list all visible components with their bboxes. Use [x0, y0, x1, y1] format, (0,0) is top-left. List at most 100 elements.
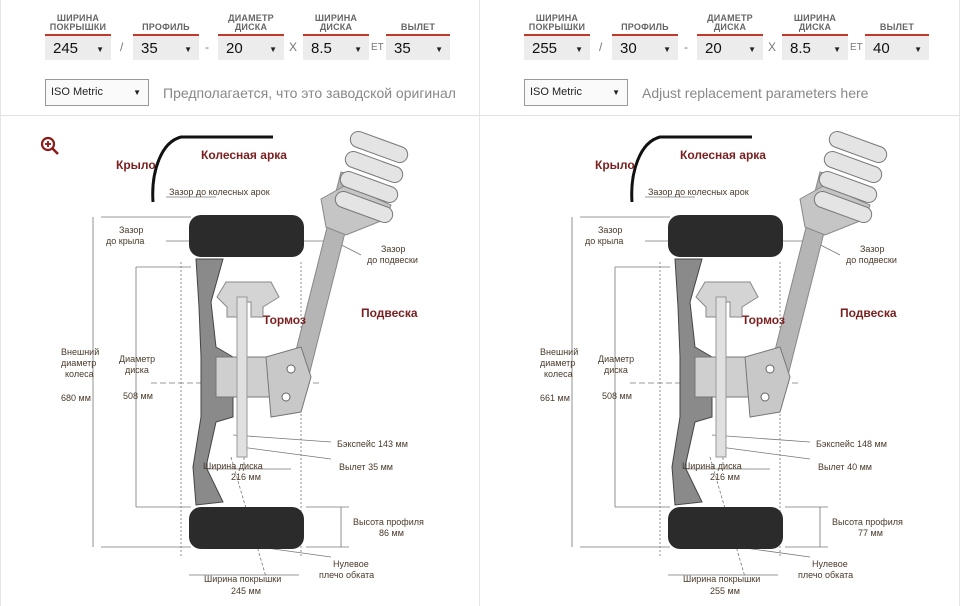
brake-caliper: [216, 281, 280, 318]
label-tire-width: Ширина покрышки: [683, 574, 760, 584]
units-select[interactable]: ISO Metric▼: [524, 79, 628, 106]
label-rim-diam-value: 508 мм: [602, 391, 632, 401]
tire-bottom: [189, 507, 304, 549]
wheel-fitment-diagram: Крыло Колесная арка Зазор до колесных ар…: [480, 117, 958, 606]
profile-select[interactable]: 30▼: [612, 34, 678, 60]
offset-field: ВЫЛЕТ 35▼: [386, 12, 450, 60]
label-fender-clearance-1: Зазор: [119, 225, 143, 235]
suspension-bracket: [265, 346, 312, 418]
triangle-down-icon: ▼: [833, 45, 841, 54]
unit-mm: мм: [875, 439, 887, 449]
label-rim-diam-1: Диаметр: [119, 354, 155, 364]
profile-select[interactable]: 35▼: [133, 34, 199, 60]
rim-diam-value: 508: [123, 391, 138, 401]
units-select[interactable]: ISO Metric ▼: [45, 79, 149, 106]
profile-field: ПРОФИЛЬ 30▼: [612, 12, 678, 60]
offset-value: 40: [873, 40, 890, 57]
tire-width-diagram-value: 245: [231, 586, 246, 596]
unit-mm: мм: [558, 393, 570, 403]
label-outer-diam-3: колеса: [544, 369, 573, 379]
label-fender: Крыло: [116, 158, 156, 172]
offset-diagram-value: 40: [847, 462, 857, 472]
suspension-bracket: [744, 346, 791, 418]
label-outer-diam-3: колеса: [65, 369, 94, 379]
rim-diameter-value: 20: [226, 40, 243, 57]
rim-diameter-label: ДИАМЕТР ДИСКА: [228, 13, 274, 32]
unit-mm: мм: [396, 439, 408, 449]
rim-width-value: 8.5: [311, 40, 332, 57]
rim-diameter-field: ДИАМЕТР ДИСКА 20▼: [697, 12, 763, 60]
unit-mm: мм: [381, 462, 393, 472]
rim-width-diagram-value: 216: [710, 472, 725, 482]
label-profile-height: Высота профиля: [832, 517, 903, 527]
label-rim-width-value: 216 мм: [710, 472, 740, 482]
tire-width-select[interactable]: 245▼: [45, 34, 111, 60]
unit-mm: мм: [620, 391, 632, 401]
label-backspace: Бэкспейс 143 мм: [337, 439, 408, 449]
zoom-in-icon[interactable]: [40, 136, 60, 156]
tire-width-select[interactable]: 255▼: [524, 34, 590, 60]
profile-field: ПРОФИЛЬ 35▼: [133, 12, 199, 60]
wheel-diagram-svg: Крыло Колесная арка Зазор до колесных ар…: [540, 130, 903, 596]
rim-width-select[interactable]: 8.5 ▼: [782, 34, 848, 60]
rim-width-select[interactable]: 8.5▼: [303, 34, 369, 60]
rim-width-label: ШИРИНА ДИСКА: [793, 13, 837, 32]
label-zero-2: плечо обката: [798, 570, 853, 580]
triangle-down-icon: ▼: [612, 88, 620, 97]
profile-height-value: 77: [858, 528, 868, 538]
offset-select[interactable]: 40▼: [865, 34, 929, 60]
label-tire-width-value: 255 мм: [710, 586, 740, 596]
label-arch-clearance: Зазор до колесных арок: [648, 187, 749, 197]
tire-width-diagram-value: 255: [710, 586, 725, 596]
label-brake: Тормоз: [742, 313, 785, 327]
label-outer-diam-2: диаметр: [61, 358, 96, 368]
bolt-hole: [281, 392, 291, 402]
triangle-down-icon: ▼: [748, 45, 756, 54]
separator-x: X: [768, 40, 777, 54]
unit-mm: мм: [79, 393, 91, 403]
fender-shape: [151, 135, 273, 203]
separator-x: X: [289, 40, 298, 54]
rim-width-diagram-value: 216: [231, 472, 246, 482]
bolt-hole: [760, 392, 770, 402]
profile-height-value: 86: [379, 528, 389, 538]
unit-mm: мм: [141, 391, 153, 401]
rim-width-value: 8.5: [790, 40, 811, 57]
label-susp-clearance-1: Зазор: [381, 244, 405, 254]
triangle-down-icon: ▼: [435, 45, 443, 54]
label-outer-diam-1: Внешний: [540, 347, 578, 357]
profile-label: ПРОФИЛЬ: [621, 22, 669, 32]
label-profile-height-value: 77 мм: [858, 528, 883, 538]
unit-mm: мм: [728, 472, 740, 482]
profile-value: 35: [141, 40, 158, 57]
label-backspace: Бэкспейс 148 мм: [816, 439, 887, 449]
offset-select[interactable]: 35▼: [386, 34, 450, 60]
units-value: ISO Metric: [51, 86, 103, 98]
offset-field: ВЫЛЕТ 40▼: [865, 12, 929, 60]
triangle-down-icon: ▼: [133, 88, 141, 97]
offset-text: Вылет: [339, 462, 366, 472]
triangle-down-icon: ▼: [663, 45, 671, 54]
profile-label: ПРОФИЛЬ: [142, 22, 190, 32]
separator-slash: /: [120, 40, 124, 54]
offset-label: ВЫЛЕТ: [879, 22, 915, 32]
rim-diameter-select[interactable]: 20▼: [697, 34, 763, 60]
original-wheel-panel: ШИРИНА ПОКРЫШКИ 245▼ / ПРОФИЛЬ 35▼ - ДИА…: [0, 0, 480, 606]
label-rim-width-value: 216 мм: [231, 472, 261, 482]
label-brake: Тормоз: [263, 313, 306, 327]
wheel-parameters: ШИРИНА ПОКРЫШКИ 245▼ / ПРОФИЛЬ 35▼ - ДИА…: [1, 0, 479, 116]
label-profile-height: Высота профиля: [353, 517, 424, 527]
panel-note: Предполагается, что это заводской оригин…: [163, 85, 456, 101]
bolt-hole: [286, 364, 296, 374]
label-profile-height-value: 86 мм: [379, 528, 404, 538]
backspace-value: 143: [378, 439, 393, 449]
backspace-text: Бэкспейс: [816, 439, 855, 449]
label-tire-width-value: 245 мм: [231, 586, 261, 596]
rim-diameter-select[interactable]: 20▼: [218, 34, 284, 60]
outer-diam-value: 680: [61, 393, 76, 403]
rim-diam-value: 508: [602, 391, 617, 401]
bolt-hole: [765, 364, 775, 374]
label-outer-diam-1: Внешний: [61, 347, 99, 357]
backspace-text: Бэкспейс: [337, 439, 376, 449]
unit-mm: мм: [249, 472, 261, 482]
